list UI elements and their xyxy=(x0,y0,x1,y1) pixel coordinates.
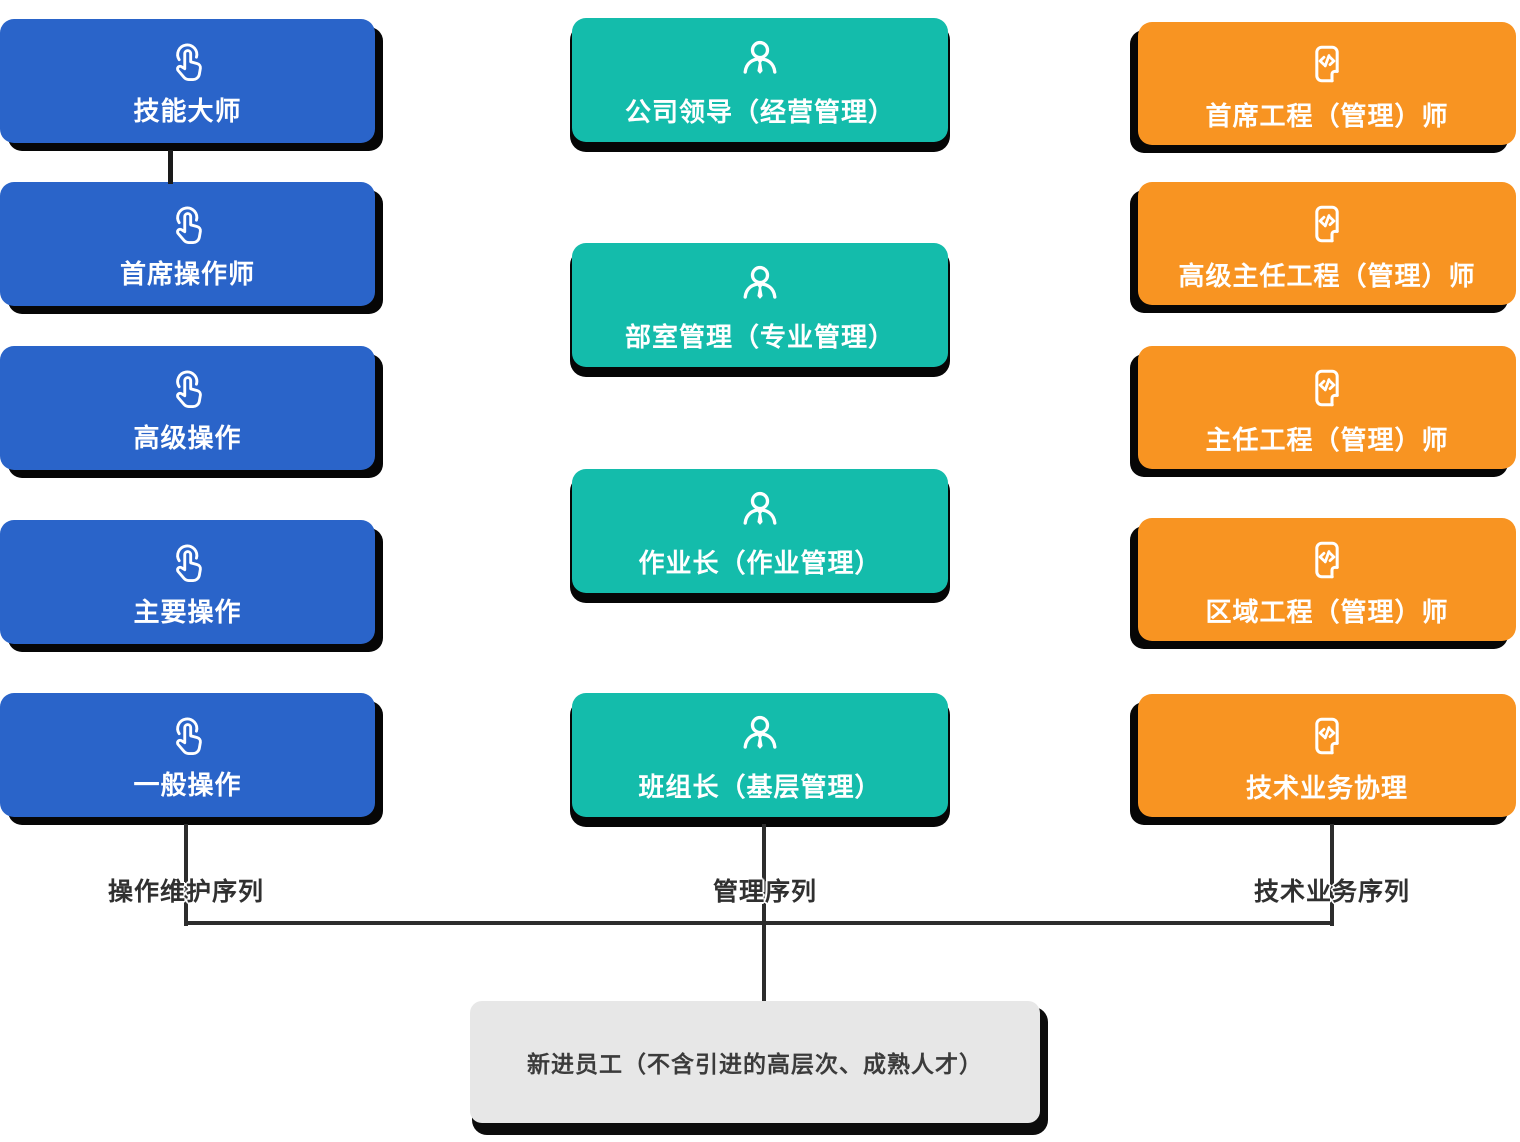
person-icon xyxy=(735,261,785,311)
tap-icon xyxy=(165,202,211,248)
node-chief-operator: 首席操作师 xyxy=(0,182,375,306)
connector-horizontal xyxy=(184,921,1334,925)
new-employee-box: 新进员工（不含引进的高层次、成熟人才） xyxy=(470,1001,1040,1123)
node-department-management: 部室管理（专业管理） xyxy=(572,243,948,367)
sequence-label-operation: 操作维护序列 xyxy=(107,878,265,906)
sequence-label-management: 管理序列 xyxy=(712,878,818,906)
tap-icon xyxy=(165,713,211,759)
sequence-label-technical: 技术业务序列 xyxy=(1253,878,1411,906)
node-operation-chief: 作业长（作业管理） xyxy=(572,469,948,593)
node-label: 作业长（作业管理） xyxy=(638,547,882,578)
node-label: 公司领导（经营管理） xyxy=(624,96,895,127)
person-icon xyxy=(735,36,785,86)
person-icon xyxy=(735,487,785,537)
node-label: 首席操作师 xyxy=(119,258,255,289)
code-document-icon xyxy=(1301,362,1353,414)
connector-left-vertical xyxy=(184,824,188,926)
new-employee-label: 新进员工（不含引进的高层次、成熟人才） xyxy=(527,1051,983,1077)
connector-right-vertical xyxy=(1330,824,1334,926)
connector-blue-1-2 xyxy=(168,150,173,184)
node-label: 区域工程（管理）师 xyxy=(1205,597,1449,627)
node-team-leader: 班组长（基层管理） xyxy=(572,693,948,817)
node-director-engineer: 主任工程（管理）师 xyxy=(1138,346,1516,469)
node-regional-engineer: 区域工程（管理）师 xyxy=(1138,518,1516,641)
node-label: 高级操作 xyxy=(133,422,242,453)
node-senior-operation: 高级操作 xyxy=(0,346,375,470)
code-document-icon xyxy=(1301,198,1353,250)
tap-icon xyxy=(165,540,211,586)
node-label: 主要操作 xyxy=(133,596,242,627)
tap-icon xyxy=(165,366,211,412)
node-main-operation: 主要操作 xyxy=(0,520,375,644)
node-label: 一般操作 xyxy=(133,769,242,800)
node-label: 首席工程（管理）师 xyxy=(1205,101,1449,131)
node-label: 高级主任工程（管理）师 xyxy=(1178,261,1476,291)
node-label: 主任工程（管理）师 xyxy=(1205,425,1449,455)
code-document-icon xyxy=(1301,534,1353,586)
node-senior-director-engineer: 高级主任工程（管理）师 xyxy=(1138,182,1516,305)
connector-to-entry-box xyxy=(762,921,766,1002)
node-technical-business-assistant: 技术业务协理 xyxy=(1138,694,1516,817)
code-document-icon xyxy=(1301,710,1353,762)
code-document-icon xyxy=(1301,38,1353,90)
node-label: 技术业务协理 xyxy=(1245,773,1408,803)
node-general-operation: 一般操作 xyxy=(0,693,375,817)
node-label: 技能大师 xyxy=(133,95,242,126)
node-label: 班组长（基层管理） xyxy=(638,771,882,802)
node-company-leadership: 公司领导（经营管理） xyxy=(572,18,948,142)
node-chief-engineer: 首席工程（管理）师 xyxy=(1138,22,1516,145)
connector-middle-vertical xyxy=(762,824,766,926)
person-icon xyxy=(735,711,785,761)
node-skill-master: 技能大师 xyxy=(0,19,375,143)
node-label: 部室管理（专业管理） xyxy=(624,321,895,352)
tap-icon xyxy=(165,39,211,85)
